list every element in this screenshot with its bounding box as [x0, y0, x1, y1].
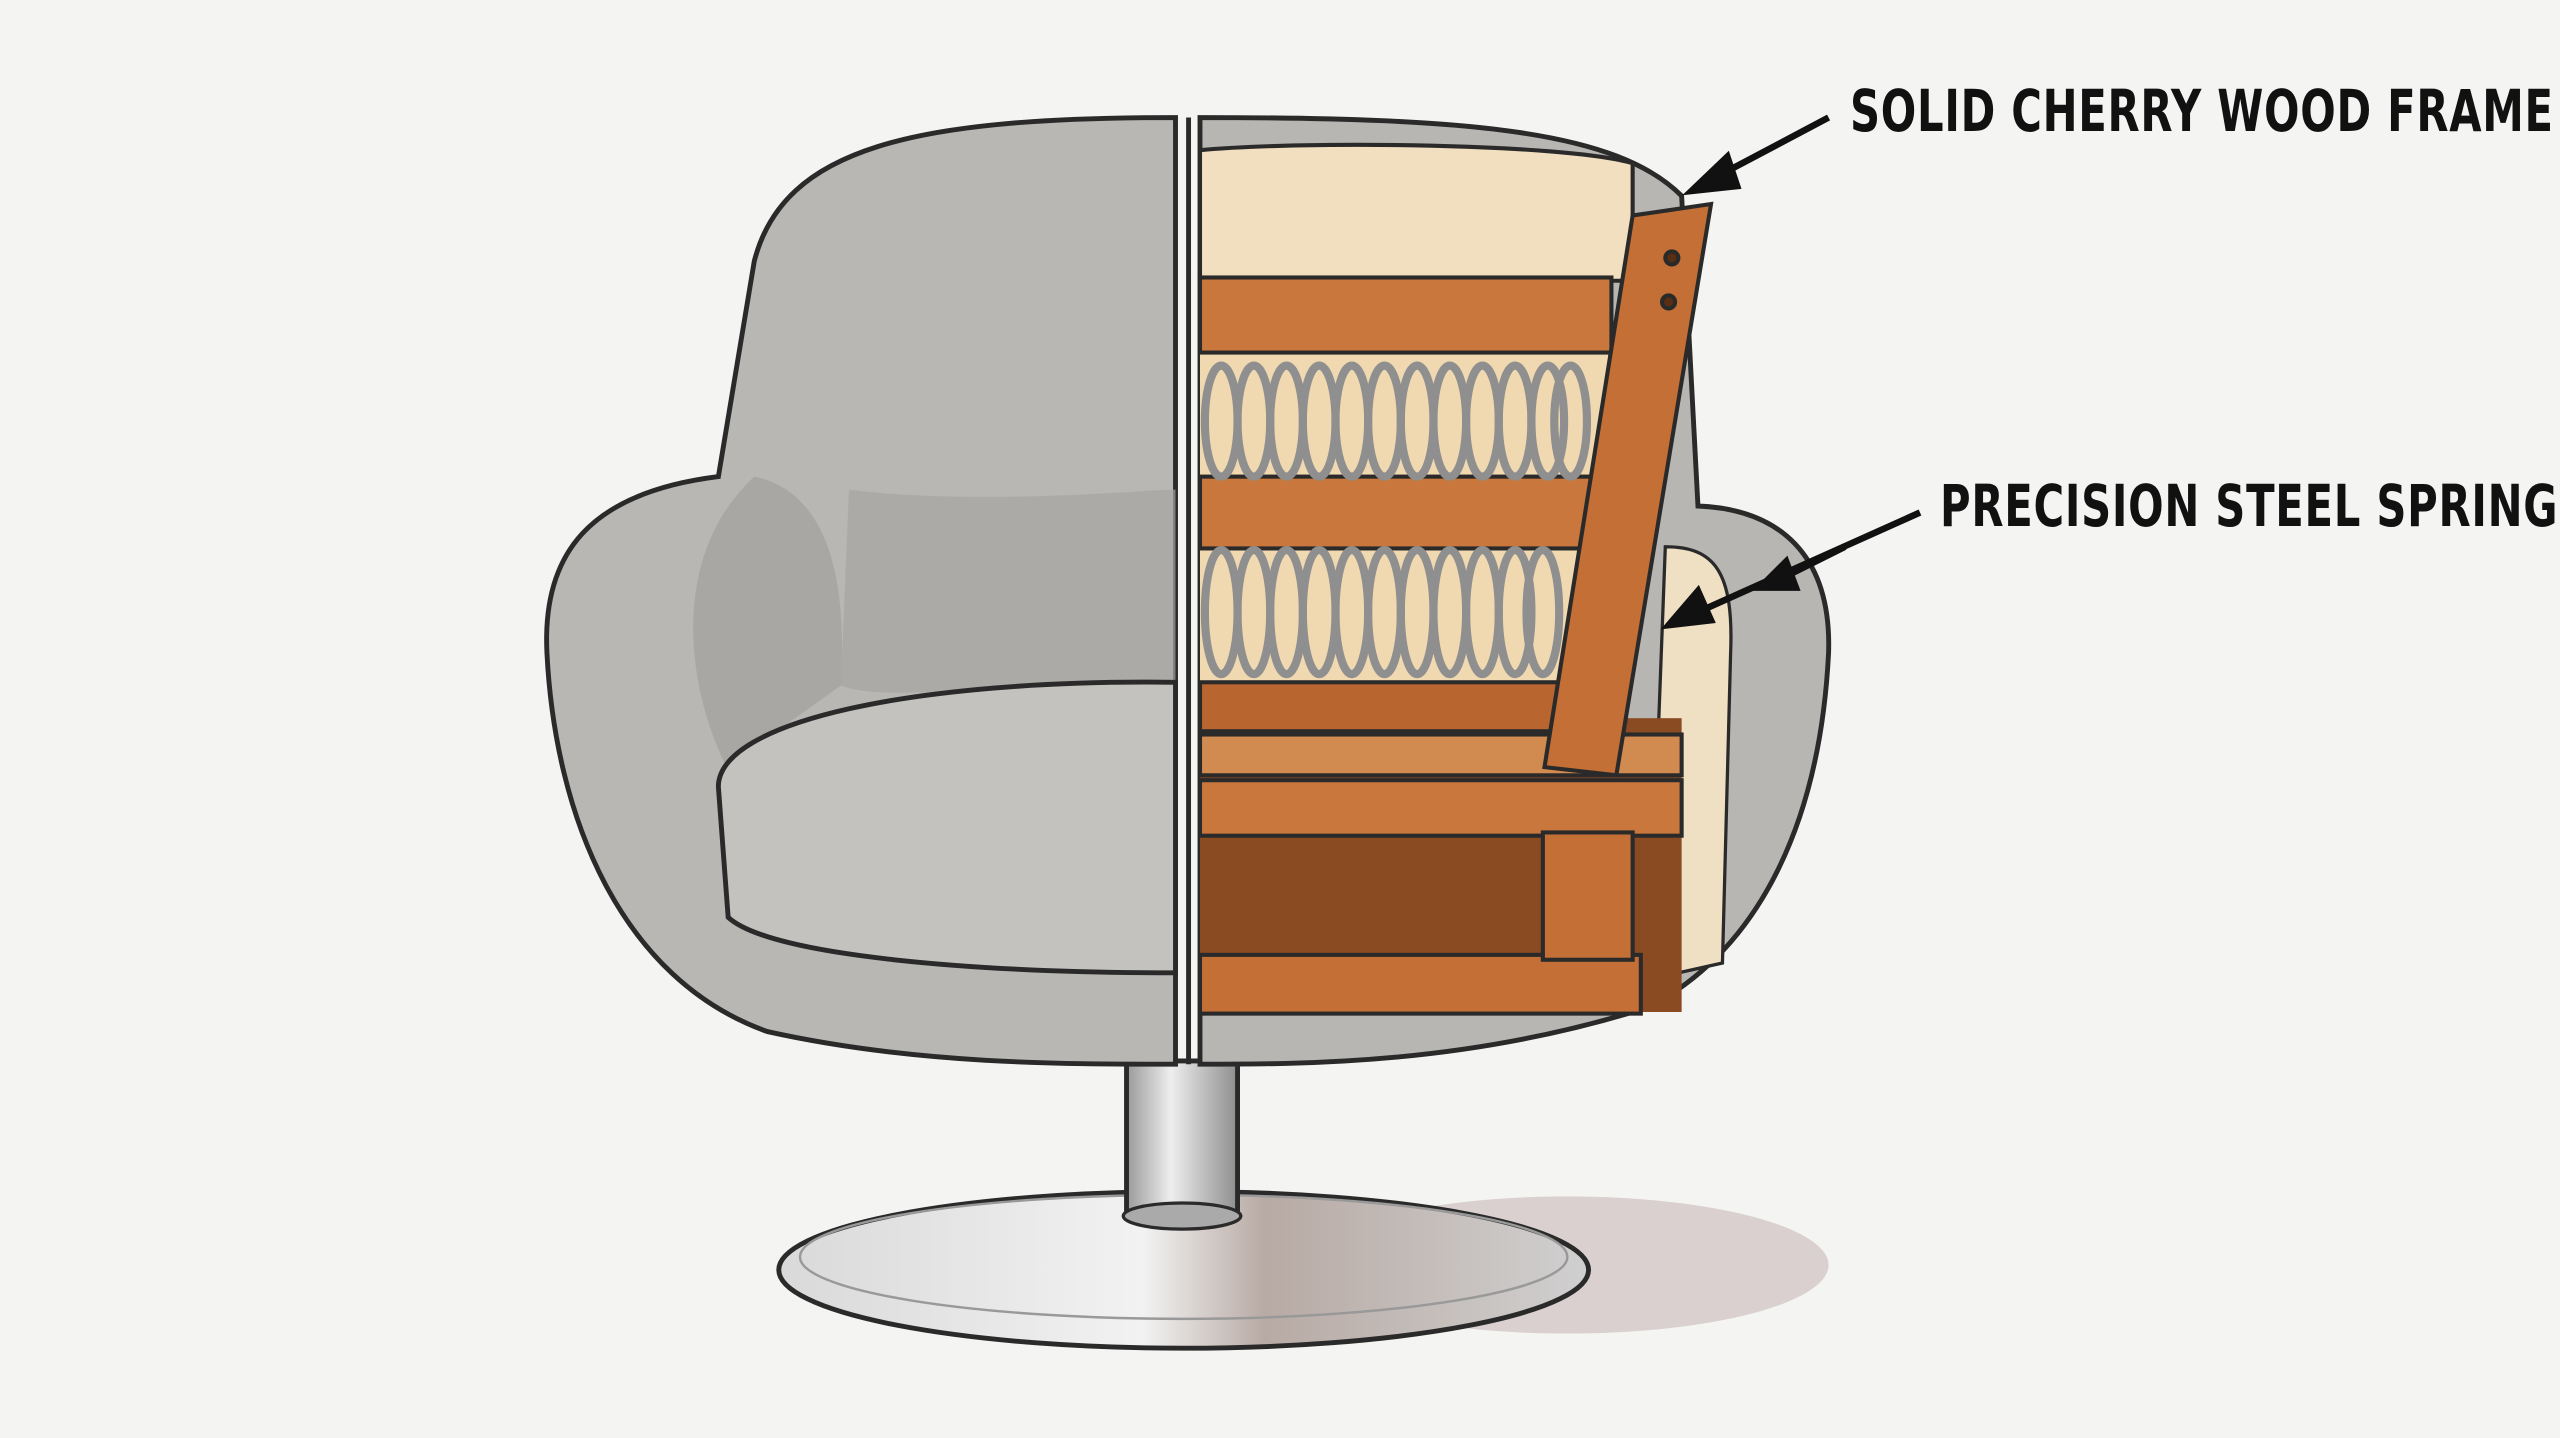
wood-frame	[1197, 201, 1714, 1016]
springs-callout-arrow-icon	[1660, 509, 1922, 630]
upholstered-shell-left	[544, 115, 1178, 1067]
swivel-base	[776, 1058, 1592, 1351]
label-precision-steel-springs: PRECISION STEEL SPRINGS	[1940, 472, 2560, 540]
steel-springs	[1200, 361, 1592, 679]
cutaway-interior	[1186, 117, 1714, 1065]
frame-callout-arrow-icon	[1682, 114, 1831, 196]
label-solid-cherry-wood-frame: SOLID CHERRY WOOD FRAME	[1850, 77, 2554, 145]
